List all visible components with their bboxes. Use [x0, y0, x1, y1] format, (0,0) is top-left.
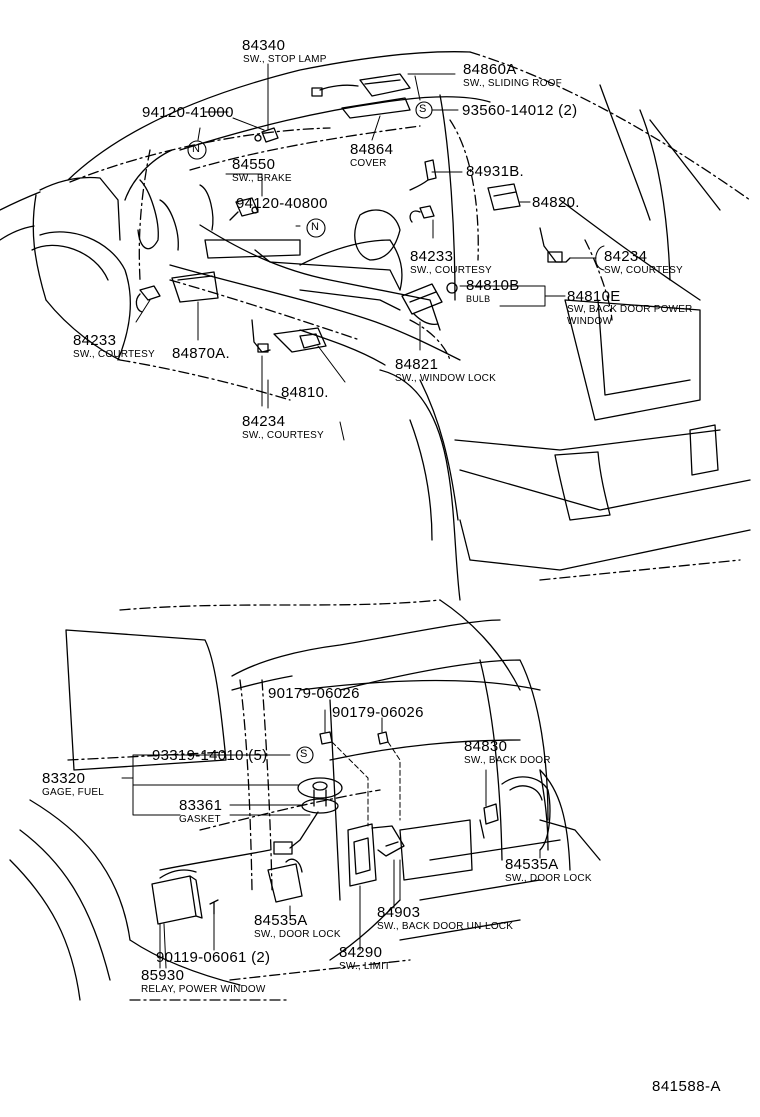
part-number-84931b: 84931B. [466, 163, 524, 180]
s-marker-label: S [419, 103, 427, 115]
part-number-90119-06061: 90119-06061 (2) [156, 949, 271, 966]
part-number-84290: 84290 [339, 944, 383, 961]
vehicle-body-top [0, 51, 751, 601]
part-number-93319-14010: 93319-14010 (5) [152, 747, 268, 764]
part-desc-brake: SW., BRAKE [232, 173, 292, 184]
part-number-84860a: 84860A [463, 61, 517, 78]
part-desc-bulb: BULB [466, 294, 491, 304]
vehicle-body-bottom [9, 599, 601, 1001]
part-desc-cover: COVER [350, 158, 387, 169]
n-marker-label: N [192, 143, 201, 155]
part-desc-door-lock-left: SW., DOOR LOCK [254, 929, 341, 940]
part-desc-window: WINDOW [567, 316, 613, 327]
s-marker-label: S [300, 748, 308, 760]
n-marker-label: N [311, 221, 320, 233]
part-number-90179-06026-b: 90179-06026 [332, 704, 424, 721]
part-number-84870a: 84870A. [172, 345, 230, 362]
part-number-84535a-right: 84535A [505, 856, 559, 873]
part-desc-gasket: GASKET [179, 814, 221, 825]
part-desc-stop-lamp: SW., STOP LAMP [243, 54, 327, 65]
part-desc-window-lock: SW., WINDOW LOCK [395, 373, 496, 384]
part-number-90179-06026-a: 90179-06026 [268, 685, 360, 702]
marker-circles [187, 101, 433, 764]
part-number-84830: 84830 [464, 738, 508, 755]
part-number-84233-left: 84233 [73, 332, 117, 349]
part-number-84810e: 84810E [567, 288, 621, 305]
part-desc-courtesy-bottom: SW., COURTESY [242, 430, 324, 441]
top-leaders [135, 63, 605, 441]
top-components [135, 73, 571, 353]
part-desc-courtesy-right: SW, COURTESY [604, 265, 683, 276]
part-desc-sliding-roof: SW., SLIDING ROOF [463, 78, 562, 89]
bottom-leaders [121, 709, 541, 969]
part-number-85930: 85930 [141, 967, 185, 984]
part-desc-courtesy-center: SW., COURTESY [410, 265, 492, 276]
part-desc-door-lock-right: SW., DOOR LOCK [505, 873, 592, 884]
part-number-94120-41000: 94120-41000 [142, 104, 234, 121]
part-desc-gage-fuel: GAGE, FUEL [42, 787, 105, 798]
part-number-84810: 84810. [281, 384, 329, 401]
part-number-84810b: 84810B [466, 277, 520, 294]
part-number-84903: 84903 [377, 904, 421, 921]
part-desc-limit: SW., LIMIT [339, 961, 391, 972]
part-desc-back-door: SW., BACK DOOR [464, 755, 551, 766]
part-number-83320: 83320 [42, 770, 86, 787]
part-number-94120-40800: 94120-40800 [236, 195, 328, 212]
part-desc-back-door-unlock: SW., BACK DOOR UN-LOCK [377, 921, 514, 932]
part-number-84550: 84550 [232, 156, 276, 173]
n-marker-icon [306, 218, 326, 238]
part-desc-relay-power-window: RELAY, POWER WINDOW [141, 984, 266, 995]
s-marker-icon [415, 101, 433, 119]
part-number-84233-center: 84233 [410, 248, 454, 265]
part-number-84821: 84821 [395, 356, 439, 373]
part-number-84234-right: 84234 [604, 248, 648, 265]
part-number-84535a-left: 84535A [254, 912, 308, 929]
bottom-components [151, 731, 551, 925]
part-number-84864: 84864 [350, 141, 394, 158]
s-marker-icon [296, 746, 314, 764]
n-marker-icon [187, 140, 207, 160]
part-number-83361: 83361 [179, 797, 223, 814]
part-number-93560-14012: 93560-14012 (2) [462, 102, 578, 119]
part-number-84234-bottom: 84234 [242, 413, 286, 430]
part-desc-back-door-power: SW, BACK DOOR POWER [567, 304, 693, 315]
part-number-84340: 84340 [242, 37, 286, 54]
part-number-84820: 84820. [532, 194, 580, 211]
diagram-code: 841588-A [652, 1078, 722, 1095]
part-desc-courtesy-left: SW., COURTESY [73, 349, 155, 360]
